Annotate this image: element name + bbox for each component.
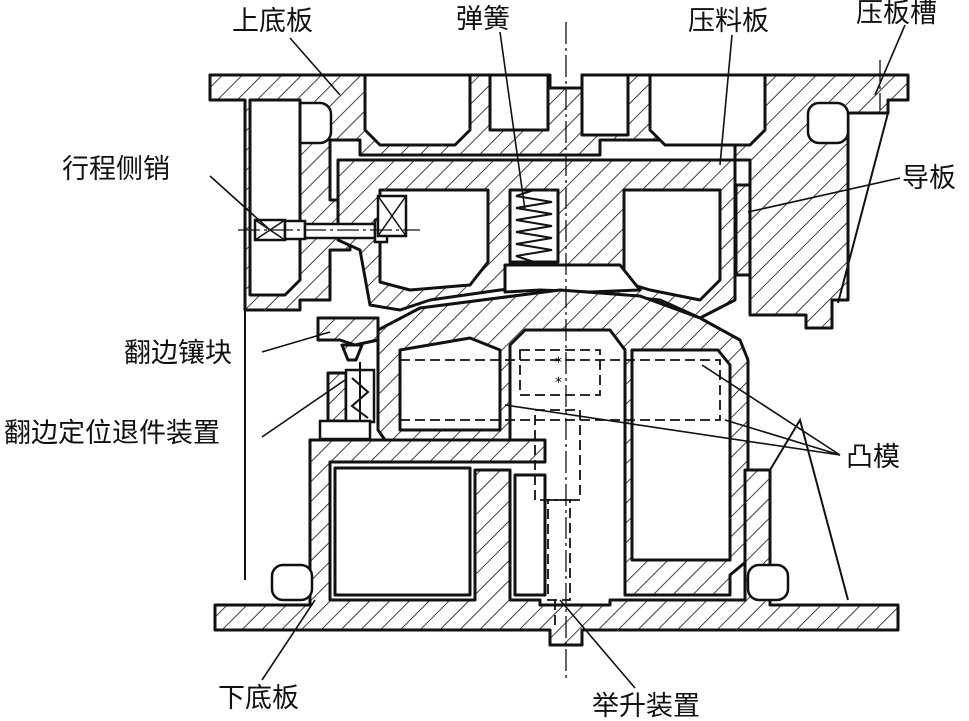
flange-insert <box>316 316 380 362</box>
guide-plate <box>734 183 752 277</box>
pressure-plate <box>336 158 737 320</box>
labels: 上底板 弹簧 压料板 压板槽 行程侧销 导板 翻边镶块 翻边定位退件装置 凸模 … <box>4 0 956 721</box>
svg-text:*: * <box>555 355 562 371</box>
label-lower-base: 下底板 <box>218 683 299 714</box>
label-spring: 弹簧 <box>456 4 510 35</box>
label-flange-locate-eject: 翻边定位退件装置 <box>4 418 220 449</box>
lower-base-plate <box>213 310 900 647</box>
upper-base-plate <box>208 73 910 330</box>
svg-text:*: * <box>555 375 562 391</box>
label-flange-insert: 翻边镶块 <box>124 338 232 369</box>
label-guide-plate: 导板 <box>902 163 956 194</box>
label-stroke-pin: 行程侧销 <box>62 154 170 185</box>
flange-locate-eject-device <box>318 362 376 441</box>
label-pressure-plate: 压料板 <box>688 6 769 37</box>
punch <box>376 288 750 597</box>
label-lift-device: 举升装置 <box>592 691 700 721</box>
lift-device: * * <box>399 349 721 630</box>
spring-coil <box>515 189 553 263</box>
label-upper-base: 上底板 <box>232 6 313 37</box>
leader-lines <box>209 24 906 689</box>
label-press-groove: 压板槽 <box>856 0 937 29</box>
center-lines <box>238 22 881 680</box>
label-punch: 凸模 <box>846 442 900 473</box>
